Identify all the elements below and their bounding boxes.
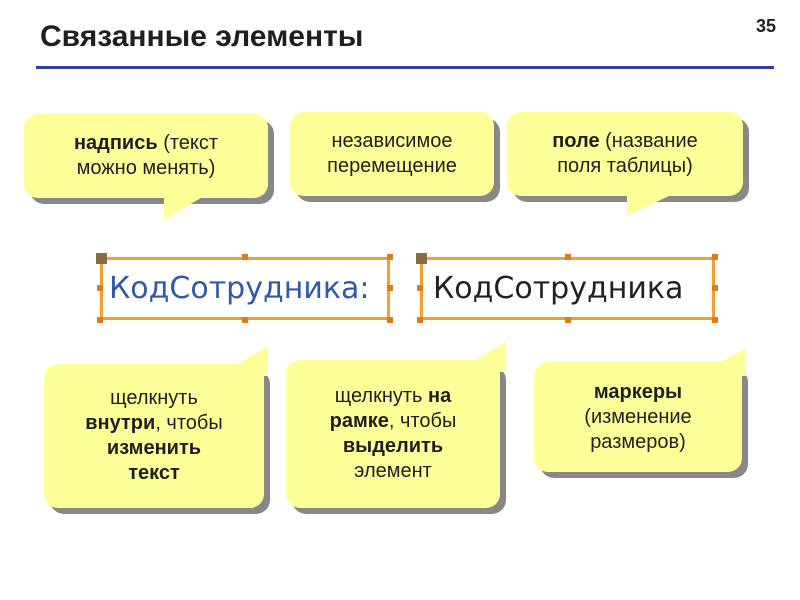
text-field-control[interactable]: КодСотрудника [420,257,715,320]
resize-handle[interactable] [387,285,393,291]
resize-handle[interactable] [712,254,718,260]
resize-handle[interactable] [712,285,718,291]
resize-handle[interactable] [712,317,718,323]
move-handle[interactable] [96,253,107,264]
callout-field: поле (название поля таблицы) [507,112,743,216]
callout-text: маркеры (изменение размеров) [584,380,691,455]
callout-click-frame: щелкнуть на рамке, чтобы выделить элемен… [286,342,506,508]
callout-text-part: (название [599,130,698,152]
resize-handle[interactable] [387,317,393,323]
slide-title: Связанные элементы [40,20,364,53]
title-underline [36,66,774,69]
callout-text-part: , чтобы [155,412,223,434]
callout-text: надпись (текст можно менять) [74,131,218,181]
callout-text-part: независимое [331,130,453,152]
label-control-text[interactable]: КодСотрудника: [109,271,370,306]
callout-bold: поле [552,130,600,152]
callout-text: щелкнуть на рамке, чтобы выделить элемен… [330,384,457,484]
callout-tail [696,348,746,376]
resize-handle[interactable] [242,317,248,323]
resize-handle[interactable] [97,317,103,323]
callout-bold: выделить [342,435,444,457]
callout-text-part: (изменение [584,405,692,428]
callout-tail [454,342,506,372]
callout-bold: маркеры [593,380,683,403]
callout-tail [218,346,268,376]
callout-text-part: размеров) [590,430,686,453]
resize-handle[interactable] [417,317,423,323]
callout-markers: маркеры (изменение размеров) [534,348,746,472]
resize-handle[interactable] [565,254,571,260]
callout-text-part: перемещение [327,155,457,177]
callout-click-inside: щелкнуть внутри, чтобы изменить текст [44,346,268,508]
callout-tail [627,194,673,216]
callout-bold: изменить [106,437,202,459]
resize-handle[interactable] [565,317,571,323]
text-field-text[interactable]: КодСотрудника [433,271,684,306]
callout-bold: рамке [329,410,389,432]
callout-text: независимое перемещение [327,129,457,179]
callout-text-part: можно менять) [76,157,216,179]
callout-bold: на [428,385,452,407]
callout-bold: надпись [73,132,158,154]
callout-tail [164,196,204,220]
callout-text: щелкнуть внутри, чтобы изменить текст [85,386,222,486]
page-number: 35 [755,16,776,36]
move-handle[interactable] [416,253,427,264]
callout-bold: текст [128,462,180,484]
callout-independent-move: независимое перемещение [290,112,494,196]
callout-text-part: щелкнуть [110,387,198,409]
callout-label: надпись (текст можно менять) [24,114,268,220]
resize-handle[interactable] [97,285,103,291]
callout-text-part: элемент [354,460,432,482]
callout-text: поле (название поля таблицы) [552,129,698,179]
callout-text-part: поля таблицы) [557,155,693,177]
resize-handle[interactable] [387,254,393,260]
callout-bold: внутри [85,412,156,434]
callout-text-part: (текст [157,132,219,154]
callout-text-part: щелкнуть [334,385,429,407]
label-control[interactable]: КодСотрудника: [100,257,390,320]
resize-handle[interactable] [417,285,423,291]
callout-text-part: , чтобы [388,410,457,432]
resize-handle[interactable] [242,254,248,260]
